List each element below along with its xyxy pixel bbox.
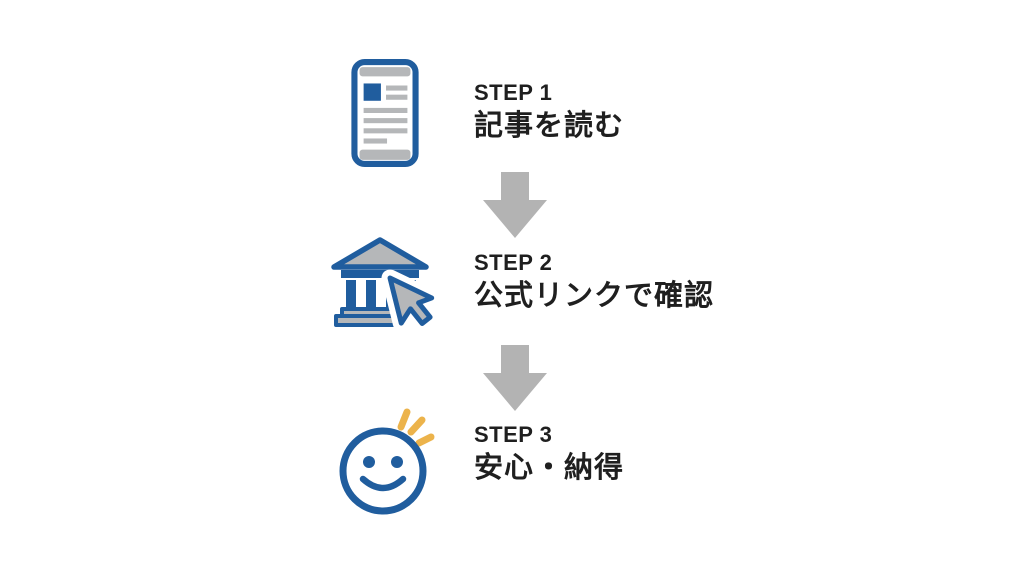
smiley-mouth (359, 475, 407, 492)
smartphone-article-svg (351, 59, 419, 167)
arrow-step1-to-step2-icon (483, 172, 547, 238)
phone-top-bar (359, 67, 411, 77)
step-2-title: 公式リンクで確認 (474, 280, 715, 312)
smiley-eye-left (363, 456, 375, 468)
smiley-sparkle-svg (339, 408, 435, 515)
down-arrow-svg (483, 172, 547, 238)
article-text-line (363, 107, 408, 113)
bank-column (366, 280, 376, 307)
arrow-step2-to-step3-icon (483, 345, 547, 411)
sparkle-ray (407, 416, 426, 436)
down-arrow-shape (483, 345, 547, 411)
article-image-placeholder (363, 83, 381, 101)
sparkle-ray (397, 408, 411, 431)
phone-bottom-bar (359, 149, 411, 160)
smiley-face-outline (339, 427, 427, 515)
bank-cursor-svg (331, 237, 441, 333)
bank-pediment (331, 237, 429, 270)
bank-building-cursor-icon (330, 236, 448, 346)
smiley-eye-right (391, 456, 403, 468)
sparkle-ray (415, 433, 435, 447)
step-2-text: STEP 2 公式リンクで確認 (474, 250, 714, 314)
mouse-cursor-icon (381, 269, 441, 333)
step-3-label: STEP 3 (474, 422, 553, 447)
article-text-line (386, 85, 408, 91)
step-3-text: STEP 3 安心・納得 (474, 422, 624, 486)
article-text-line-short (363, 138, 388, 144)
smiley-sparkle-icon (334, 404, 438, 520)
article-text-line (386, 94, 408, 100)
article-text-line (363, 118, 408, 124)
article-text-line (363, 128, 408, 134)
step-1-title: 記事を読む (474, 110, 625, 142)
bank-architrave (341, 270, 419, 278)
step-1-label: STEP 1 (474, 80, 553, 105)
down-arrow-shape (483, 172, 547, 238)
bank-column (346, 280, 356, 307)
step-3-title: 安心・納得 (474, 452, 625, 484)
smartphone-article-icon (350, 58, 420, 168)
step-2-label: STEP 2 (474, 250, 553, 275)
step-1-text: STEP 1 記事を読む (474, 80, 624, 144)
down-arrow-svg (483, 345, 547, 411)
cursor-body (387, 275, 435, 326)
